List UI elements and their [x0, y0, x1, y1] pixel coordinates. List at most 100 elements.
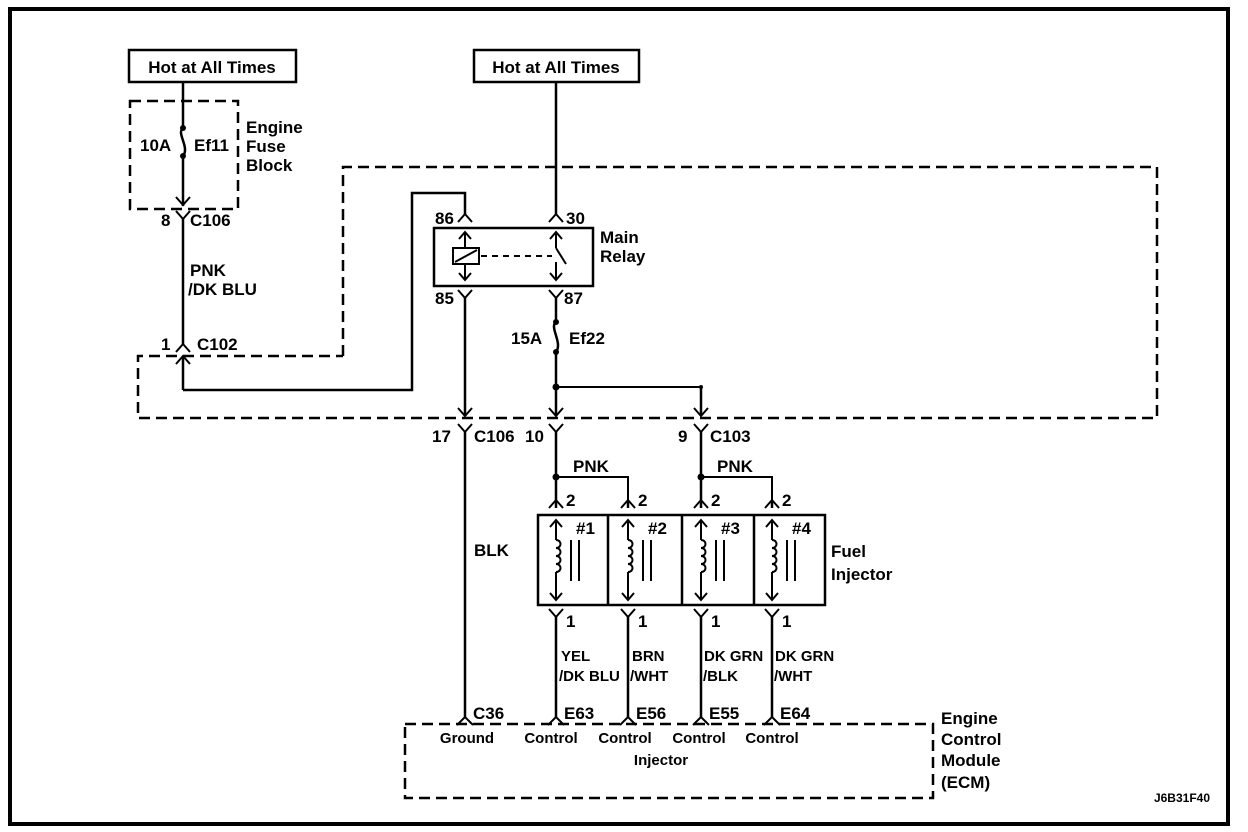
connector-c102-icon [175, 342, 191, 353]
ecm-pin-icon [547, 715, 565, 726]
relay-name-1: Main [600, 228, 639, 247]
wire-color-pnk-a: PNK [573, 457, 610, 476]
injector-name-2: Injector [831, 565, 893, 584]
ecm-pin-icon [619, 715, 637, 726]
injector-2: 2#21 [620, 491, 667, 718]
relay-pin-87: 87 [564, 289, 583, 308]
connector-receptacle-icon [175, 210, 191, 221]
wire-color-inj1-2: /DK BLU [559, 668, 620, 685]
ecm-pin-icon [763, 715, 781, 726]
wire-to-relay-86 [183, 191, 467, 392]
c102-pin: 1 [161, 335, 170, 354]
connector-pin-icon [548, 608, 564, 619]
power-source-1: Hot at All Times [127, 48, 298, 84]
injector-name-1: Fuel [831, 542, 866, 561]
fuse-block-name-3: Block [246, 156, 293, 175]
fuse-ef22-icon [552, 320, 560, 353]
ecm-name-3: Module [941, 751, 1001, 770]
fuse-block-name-2: Fuse [246, 137, 286, 156]
ecm-group-label: Injector [634, 752, 688, 769]
injector-pin-bottom: 1 [566, 612, 575, 631]
connector-pin-icon [764, 608, 780, 619]
wire-color-inj3-1: DK GRN [704, 648, 763, 665]
connector-pin-icon [620, 498, 636, 509]
fuse-ef22-rating: 15A [511, 329, 542, 348]
c106-top-pin: 8 [161, 211, 170, 230]
ecm-terminal-function: Control [745, 730, 798, 747]
injector-coil-icon [627, 539, 634, 573]
wire-color-inj2-2: /WHT [630, 668, 668, 685]
c103-name: C103 [710, 427, 751, 446]
ecm-pin-icon [692, 715, 710, 726]
figure-id: J6B31F40 [1154, 791, 1210, 805]
injector-coil-icon [555, 539, 562, 573]
power-source-1-label: Hot at All Times [148, 58, 276, 77]
relay-pin-86-icon [457, 212, 473, 223]
relay-pin-30: 30 [566, 209, 585, 228]
c106-top-name: C106 [190, 211, 231, 230]
ecm-terminal-pin: E63 [564, 704, 594, 723]
relay-pin-85-icon [457, 289, 473, 300]
c106-bottom-pin: 17 [432, 427, 451, 446]
wire-color-inj4-1: DK GRN [775, 648, 834, 665]
ecm-name-2: Control [941, 730, 1001, 749]
c103-pin: 9 [678, 427, 687, 446]
wire-color-pnk-dkblu-1: PNK [190, 261, 227, 280]
wire-color-blk: BLK [474, 541, 510, 560]
injector-label: #1 [576, 519, 595, 538]
relay-pin-30-icon [548, 212, 564, 223]
relay-pin-87-icon [548, 289, 564, 300]
injector-pin-bottom: 1 [711, 612, 720, 631]
ecm-terminal-function: Ground [440, 730, 494, 747]
injector-pin-top: 2 [711, 491, 720, 510]
injector-pin-top: 2 [566, 491, 575, 510]
wire-color-inj4-2: /WHT [774, 668, 812, 685]
wire-color-inj2-1: BRN [632, 648, 665, 665]
connector-arrow-icon [175, 196, 191, 207]
wire-color-inj1-1: YEL [561, 648, 590, 665]
connector-pin-icon [693, 608, 709, 619]
main-relay-body [432, 226, 595, 288]
relay-pin-85: 85 [435, 289, 454, 308]
fuse-ef11-rating: 10A [140, 136, 171, 155]
harness-dashed-outline [136, 165, 1159, 420]
injector-1: 2#1 1 [548, 491, 595, 718]
outer-frame [8, 7, 1230, 826]
injector-4: 2#41 [764, 491, 811, 718]
injector-label: #3 [721, 519, 740, 538]
power-source-2: Hot at All Times [472, 48, 641, 84]
ecm-terminal-function: Control [598, 730, 651, 747]
c102-name: C102 [197, 335, 238, 354]
fuse-ef11-id: Ef11 [194, 136, 229, 155]
wire-color-pnk-b: PNK [717, 457, 754, 476]
injector-pin-top: 2 [782, 491, 791, 510]
relay-pin-86: 86 [435, 209, 454, 228]
ecm-terminal-pin: C36 [473, 704, 504, 723]
injector-pin-top: 2 [638, 491, 647, 510]
relay-switch-icon [555, 247, 567, 265]
fuel-injector-block [536, 513, 827, 607]
connector-pin-icon [764, 498, 780, 509]
ecm-terminal-pin: E55 [709, 704, 739, 723]
wire-color-pnk-dkblu-2: /DK BLU [188, 280, 257, 299]
ecm-pin-icon [456, 715, 474, 726]
ecm-name-1: Engine [941, 709, 998, 728]
ecm-terminal-function: Control [524, 730, 577, 747]
power-source-2-label: Hot at All Times [492, 58, 620, 77]
relay-name-2: Relay [600, 247, 646, 266]
ecm-terminal-pin: E56 [636, 704, 666, 723]
connector-pin-icon [548, 498, 564, 509]
injector-coil-icon [700, 539, 707, 573]
ecm-outline [403, 722, 935, 800]
connector-pin-icon [693, 498, 709, 509]
injector-label: #4 [792, 519, 811, 538]
c106-bottom-name: C106 [474, 427, 515, 446]
injector-3: 2#3 1 [693, 491, 740, 718]
fuse-block-name-1: Engine [246, 118, 303, 137]
